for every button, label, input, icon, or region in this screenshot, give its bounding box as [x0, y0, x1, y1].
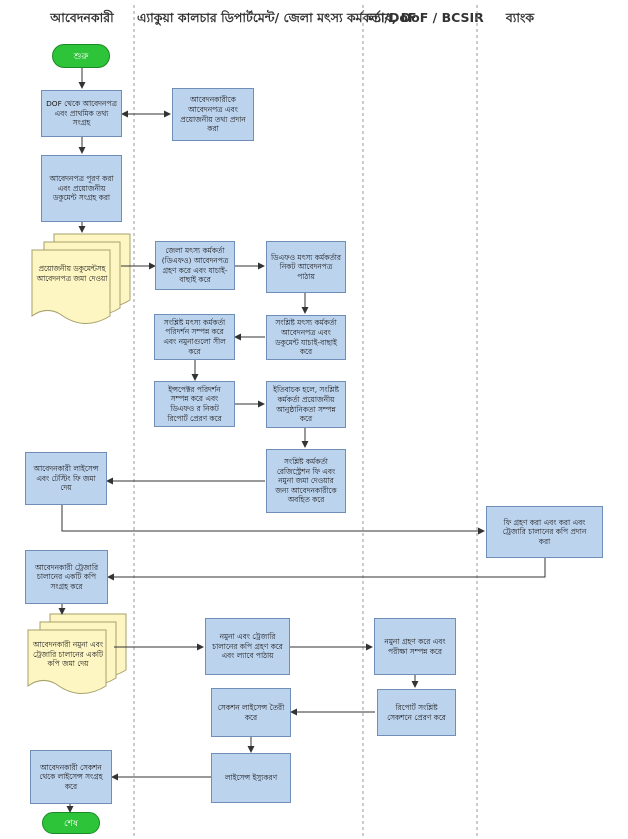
- lane-header-bank: ব্যাংক: [505, 10, 535, 25]
- report-dfo-step: ইন্সপেক্টর পরিদর্শন সম্পন্ন করে এবং ডিএফ…: [154, 381, 235, 427]
- receive-sample-step: নমুনা এবং ট্রেজারি চালানের কপি গ্রহণ করে…: [205, 618, 290, 675]
- provide-form-step: আবেদনকারীকে আবেদনপত্র এবং প্রয়োজনীয় তথ…: [172, 88, 254, 141]
- prepare-license-step: সেকশন লাইসেন্স তৈরী করে: [211, 688, 291, 737]
- lab-test-step: নমুনা গ্রহণ করে এবং পরীক্ষা সম্পন্ন করে: [374, 618, 456, 675]
- collect-form-step: DOF থেকে আবেদনপত্র এবং প্রাথমিক তথ্য সংগ…: [41, 90, 122, 137]
- lane-header-lab: ল্যাব, DoF / BCSIR: [368, 10, 484, 25]
- fill-form-step: আবেদনপত্র পূরণ করা এবং প্রয়োজনীয় ডকুমে…: [41, 155, 122, 222]
- notify-fees-step: সংশ্লিষ্ট কর্মকর্তা রেজিস্ট্রেশন ফি এবং …: [266, 449, 346, 513]
- send-to-officer-step: ডিএফও মৎস্য কর্মকর্তার নিকট আবেদনপত্র পা…: [266, 241, 346, 293]
- pay-fee-step: আবেদনকারী লাইসেন্স এবং টেস্টিং ফি জমা দে…: [25, 452, 107, 505]
- lane-header-applicant: আবেদনকারী: [50, 10, 114, 25]
- formalities-step: ইতিবাচক হলে, সংশ্লিষ্ট কর্মকর্তা প্রয়োজ…: [266, 381, 346, 428]
- officer-verify-step: সংশ্লিষ্ট মৎস্য কর্মকর্তা আবেদনপত্র এবং …: [266, 315, 346, 360]
- dfo-receive-step: জেলা মৎস্য কর্মকর্তা (ডিএফও) আবেদনপত্র গ…: [155, 241, 235, 290]
- collect-license-step: আবেদনকারী সেকশন থেকে লাইসেন্স সংগ্রহ করে: [30, 750, 112, 804]
- document-stack-submit: [31, 233, 131, 324]
- submit-docs-document: প্রয়োজনীয় ডকুমেন্টসহ আবেদনপত্র জমা দেও…: [36, 264, 108, 283]
- submit-sample-document: আবেদনকারী নমুনা এবং ট্রেজারি চালানের একট…: [32, 640, 104, 669]
- issue-license-step: লাইসেন্স ইস্যুকরণ: [211, 753, 291, 803]
- inspect-sample-step: সংশ্লিষ্ট মৎস্য কর্মকর্তা পরিদর্শন সম্পন…: [154, 314, 235, 360]
- document-stack-sample: [27, 613, 127, 694]
- start-terminal: শুরু: [52, 44, 110, 68]
- end-terminal: শেষ: [42, 812, 100, 834]
- connectors: [58, 68, 546, 813]
- lane-dividers: [133, 5, 478, 839]
- lane-header-department: এ্যাকুয়া কালচার ডিপার্টমেন্ট/ জেলা মৎস্…: [137, 10, 417, 25]
- lab-report-step: রিপোর্ট সংশ্লিষ্ট সেকশনে প্রেরণ করে: [377, 689, 456, 736]
- bank-receive-step: ফি গ্রহণ করা এবং করা এবং ট্রেজারি চালানে…: [486, 506, 603, 558]
- treasury-copy-step: আবেদনকারী ট্রেজারি চালানের একটি কপি সংগ্…: [25, 550, 108, 604]
